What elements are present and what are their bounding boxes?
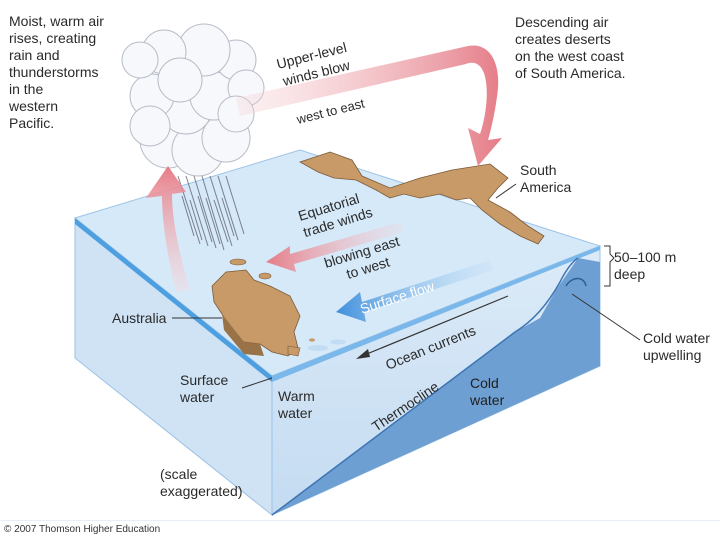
south-america-label: South America <box>520 162 572 195</box>
south-america-land <box>299 151 545 245</box>
upwelling-swirl <box>565 277 587 287</box>
moist-air-label: Moist, warm air rises, creating rain and… <box>9 13 104 131</box>
surface-flow-arrow <box>336 260 494 322</box>
rising-air-arrow <box>146 166 190 292</box>
upper-winds-arrow <box>236 45 502 166</box>
island <box>229 258 247 266</box>
surface-water-layer <box>75 218 272 382</box>
ocean-currents-arrow <box>361 295 509 357</box>
thermocline-line <box>271 257 579 516</box>
mist <box>308 339 346 351</box>
scale-label: (scale exaggerated) <box>160 466 243 499</box>
australia-land-side <box>222 314 264 356</box>
copyright-text: © 2007 Thomson Higher Education <box>4 524 161 535</box>
ocean-currents-arrowhead <box>356 349 370 359</box>
warm-water-label: Warm water <box>278 388 315 421</box>
footer-bar: © 2007 Thomson Higher Education <box>0 520 720 541</box>
upwelling-leader <box>571 293 641 341</box>
surface-water-leader <box>241 377 273 389</box>
tasmania-land <box>287 345 301 357</box>
cold-water-label: Cold water <box>470 375 505 408</box>
trade-winds-arrow <box>266 222 404 272</box>
depth-label: 50–100 m deep <box>614 249 677 282</box>
island <box>258 272 272 280</box>
descending-air-label: Descending air creates deserts on the we… <box>515 14 626 81</box>
island <box>309 338 315 342</box>
thunderstorm-cloud <box>121 23 265 177</box>
surface-water-layer-front <box>272 246 600 382</box>
cold-upwelling-label: Cold water upwelling <box>643 330 710 363</box>
depth-bracket <box>604 245 615 287</box>
surface-water-label: Surface water <box>180 372 229 405</box>
australia-label: Australia <box>112 310 167 326</box>
south-america-leader <box>495 183 517 199</box>
